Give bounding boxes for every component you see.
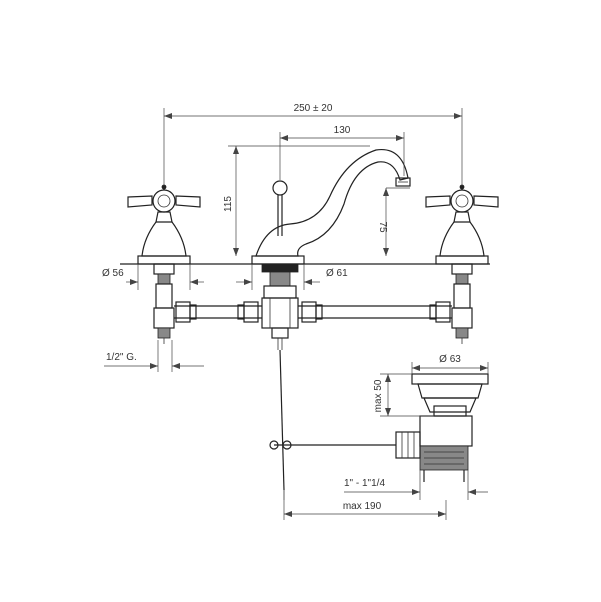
dim-spout-clearance: 75: [377, 187, 410, 256]
dim-drain-thread: 1" - 1"1/4: [344, 470, 488, 500]
lift-rod-linkage: [269, 338, 396, 500]
dim-spout-reach: 130: [279, 125, 405, 180]
dim-drain-diameter: Ø 63: [411, 354, 489, 374]
pop-up-lift-rod: [272, 180, 288, 236]
dim-handle-base-label: Ø 56: [102, 268, 124, 279]
dim-spout-clearance-label: 75: [377, 221, 388, 233]
dim-spout-base: Ø 61: [236, 264, 348, 290]
right-cross-handle: [425, 184, 499, 265]
left-valve-body: [153, 263, 175, 344]
dim-spout-base-label: Ø 61: [326, 268, 348, 279]
dim-rod-length-label: max 190: [343, 501, 382, 512]
dim-overall-width: 250 ± 20: [163, 103, 463, 186]
dim-spout-reach-label: 130: [334, 125, 351, 136]
dim-drain-max-height-label: max 50: [373, 379, 384, 412]
dim-connection-thread-label: 1/2" G.: [106, 352, 137, 363]
right-valve-body: [451, 263, 473, 344]
dim-handle-base: Ø 56: [102, 264, 204, 290]
dim-connection-thread: 1/2" G.: [104, 340, 204, 372]
spout-shank: [261, 263, 299, 299]
dim-rod-length: max 190: [283, 500, 447, 520]
dim-drain-diameter-label: Ø 63: [439, 354, 461, 365]
dim-height: 115: [223, 145, 370, 256]
dim-height-label: 115: [223, 196, 234, 212]
dim-drain-thread-label: 1" - 1"1/4: [344, 478, 385, 489]
left-cross-handle: [127, 184, 201, 265]
dim-drain-max-height: max 50: [373, 373, 434, 417]
connection-pipes: [174, 297, 452, 339]
pop-up-drain: [395, 373, 489, 482]
dim-overall-width-label: 250 ± 20: [294, 103, 333, 114]
